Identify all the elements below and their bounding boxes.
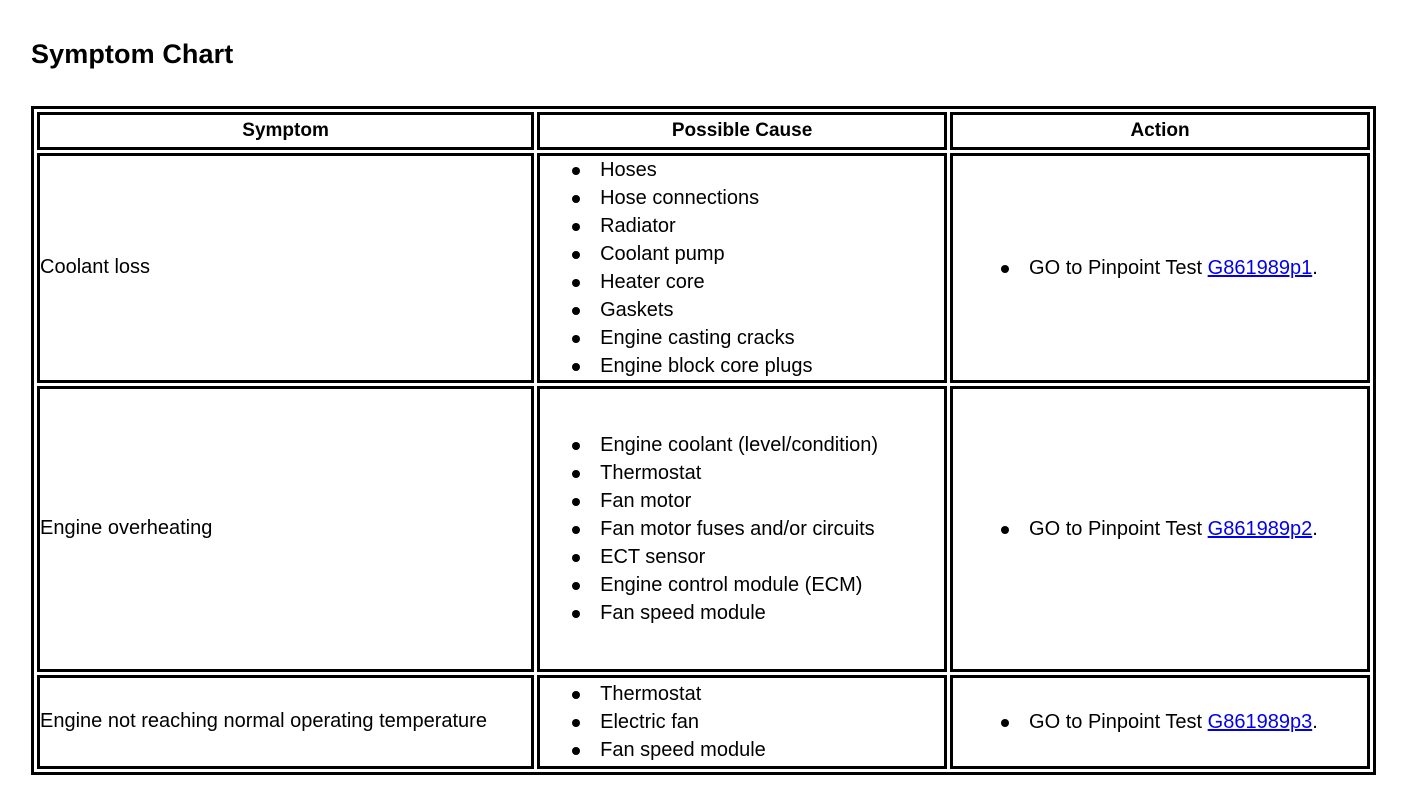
list-item-label: Electric fan xyxy=(600,711,700,733)
action-list: GO to Pinpoint Test G861989p3. xyxy=(953,708,1367,736)
list-item: Hose connections xyxy=(572,184,944,212)
table-header-row: Symptom Possible Cause Action xyxy=(37,112,1370,150)
bullet-icon xyxy=(572,747,581,756)
bullet-icon xyxy=(572,363,581,372)
list-item-label: Fan speed module xyxy=(600,602,766,624)
pinpoint-test-link[interactable]: G861989p1 xyxy=(1207,257,1313,279)
list-item: Gaskets xyxy=(572,296,944,324)
list-item: Fan speed module xyxy=(572,736,944,764)
pinpoint-test-link[interactable]: G861989p2 xyxy=(1207,518,1313,540)
action-cell: GO to Pinpoint Test G861989p2. xyxy=(950,386,1370,672)
list-item-label: Thermostat xyxy=(600,683,702,705)
bullet-icon xyxy=(572,691,581,700)
possible-cause-list: Hoses Hose connections Radiator Coolant … xyxy=(540,156,944,380)
symptom-cell: Engine not reaching normal operating tem… xyxy=(37,675,535,769)
list-item: Fan motor fuses and/or circuits xyxy=(572,515,944,543)
bullet-icon xyxy=(572,167,581,176)
action-cell: GO to Pinpoint Test G861989p1. xyxy=(950,153,1370,383)
table-row: Engine overheating Engine coolant (level… xyxy=(37,386,1370,672)
bullet-icon xyxy=(572,442,581,451)
bullet-icon xyxy=(572,223,581,232)
bullet-icon xyxy=(572,251,581,260)
possible-cause-cell: Hoses Hose connections Radiator Coolant … xyxy=(537,153,948,383)
action-text-prefix: GO to Pinpoint Test xyxy=(1029,518,1208,540)
list-item-label: Engine block core plugs xyxy=(600,355,813,377)
column-header-action: Action xyxy=(950,112,1370,150)
list-item-label: Thermostat xyxy=(600,462,702,484)
list-item: Engine coolant (level/condition) xyxy=(572,431,944,459)
list-item-label: Fan motor fuses and/or circuits xyxy=(600,518,875,540)
action-text-prefix: GO to Pinpoint Test xyxy=(1029,711,1208,733)
symptom-chart-table: Symptom Possible Cause Action Coolant lo… xyxy=(31,106,1376,775)
bullet-icon xyxy=(1001,719,1010,728)
bullet-icon xyxy=(572,526,581,535)
table-row: Engine not reaching normal operating tem… xyxy=(37,675,1370,769)
list-item: Radiator xyxy=(572,212,944,240)
symptom-cell: Engine overheating xyxy=(37,386,535,672)
symptom-chart-table-wrapper: Symptom Possible Cause Action Coolant lo… xyxy=(31,106,1376,775)
list-item: Electric fan xyxy=(572,708,944,736)
list-item-label: Gaskets xyxy=(600,299,674,321)
list-item-label: Engine casting cracks xyxy=(600,327,795,349)
column-header-possible-cause: Possible Cause xyxy=(537,112,948,150)
list-item: Coolant pump xyxy=(572,240,944,268)
table-row: Coolant loss Hoses Hose connections Radi… xyxy=(37,153,1370,383)
list-item: GO to Pinpoint Test G861989p2. xyxy=(1001,515,1367,543)
list-item: Engine casting cracks xyxy=(572,324,944,352)
list-item: Fan speed module xyxy=(572,599,944,627)
symptom-text: Coolant loss xyxy=(40,256,151,279)
list-item: GO to Pinpoint Test G861989p1. xyxy=(1001,254,1367,282)
list-item: ECT sensor xyxy=(572,543,944,571)
pinpoint-test-link[interactable]: G861989p3 xyxy=(1207,711,1313,733)
list-item: Engine block core plugs xyxy=(572,352,944,380)
action-text-suffix: . xyxy=(1312,518,1318,540)
bullet-icon xyxy=(572,195,581,204)
list-item-label: Coolant pump xyxy=(600,243,725,265)
list-item: Thermostat xyxy=(572,680,944,708)
possible-cause-list: Thermostat Electric fan Fan speed module xyxy=(540,680,944,764)
symptom-text: Engine not reaching normal operating tem… xyxy=(40,710,487,733)
list-item-label: Engine coolant (level/condition) xyxy=(600,434,879,456)
symptom-cell: Coolant loss xyxy=(37,153,535,383)
possible-cause-list: Engine coolant (level/condition) Thermos… xyxy=(540,431,944,627)
table-header: Symptom Possible Cause Action xyxy=(37,112,1370,150)
symptom-text: Engine overheating xyxy=(40,517,213,540)
bullet-icon xyxy=(572,610,581,619)
action-text-suffix: . xyxy=(1312,711,1318,733)
bullet-icon xyxy=(1001,526,1010,535)
list-item: Fan motor xyxy=(572,487,944,515)
list-item-label: Radiator xyxy=(600,215,676,237)
column-header-symptom: Symptom xyxy=(37,112,535,150)
list-item-label: ECT sensor xyxy=(600,546,706,568)
bullet-icon xyxy=(572,498,581,507)
bullet-icon xyxy=(572,582,581,591)
possible-cause-cell: Engine coolant (level/condition) Thermos… xyxy=(537,386,948,672)
action-text-suffix: . xyxy=(1312,257,1318,279)
list-item-label: Engine control module (ECM) xyxy=(600,574,863,596)
list-item-label: Fan speed module xyxy=(600,739,766,761)
list-item: Thermostat xyxy=(572,459,944,487)
bullet-icon xyxy=(572,719,581,728)
list-item: Heater core xyxy=(572,268,944,296)
action-list: GO to Pinpoint Test G861989p1. xyxy=(953,254,1367,282)
list-item: GO to Pinpoint Test G861989p3. xyxy=(1001,708,1367,736)
list-item-label: Hose connections xyxy=(600,187,760,209)
table-body: Coolant loss Hoses Hose connections Radi… xyxy=(37,153,1370,769)
bullet-icon xyxy=(572,470,581,479)
action-list: GO to Pinpoint Test G861989p2. xyxy=(953,515,1367,543)
list-item-label: Hoses xyxy=(600,159,657,181)
bullet-icon xyxy=(572,279,581,288)
possible-cause-cell: Thermostat Electric fan Fan speed module xyxy=(537,675,948,769)
bullet-icon xyxy=(572,335,581,344)
bullet-icon xyxy=(572,307,581,316)
action-cell: GO to Pinpoint Test G861989p3. xyxy=(950,675,1370,769)
bullet-icon xyxy=(1001,265,1010,274)
list-item: Engine control module (ECM) xyxy=(572,571,944,599)
bullet-icon xyxy=(572,554,581,563)
page-title: Symptom Chart xyxy=(31,39,234,70)
list-item: Hoses xyxy=(572,156,944,184)
list-item-label: Fan motor xyxy=(600,490,692,512)
list-item-label: Heater core xyxy=(600,271,705,293)
action-text-prefix: GO to Pinpoint Test xyxy=(1029,257,1208,279)
